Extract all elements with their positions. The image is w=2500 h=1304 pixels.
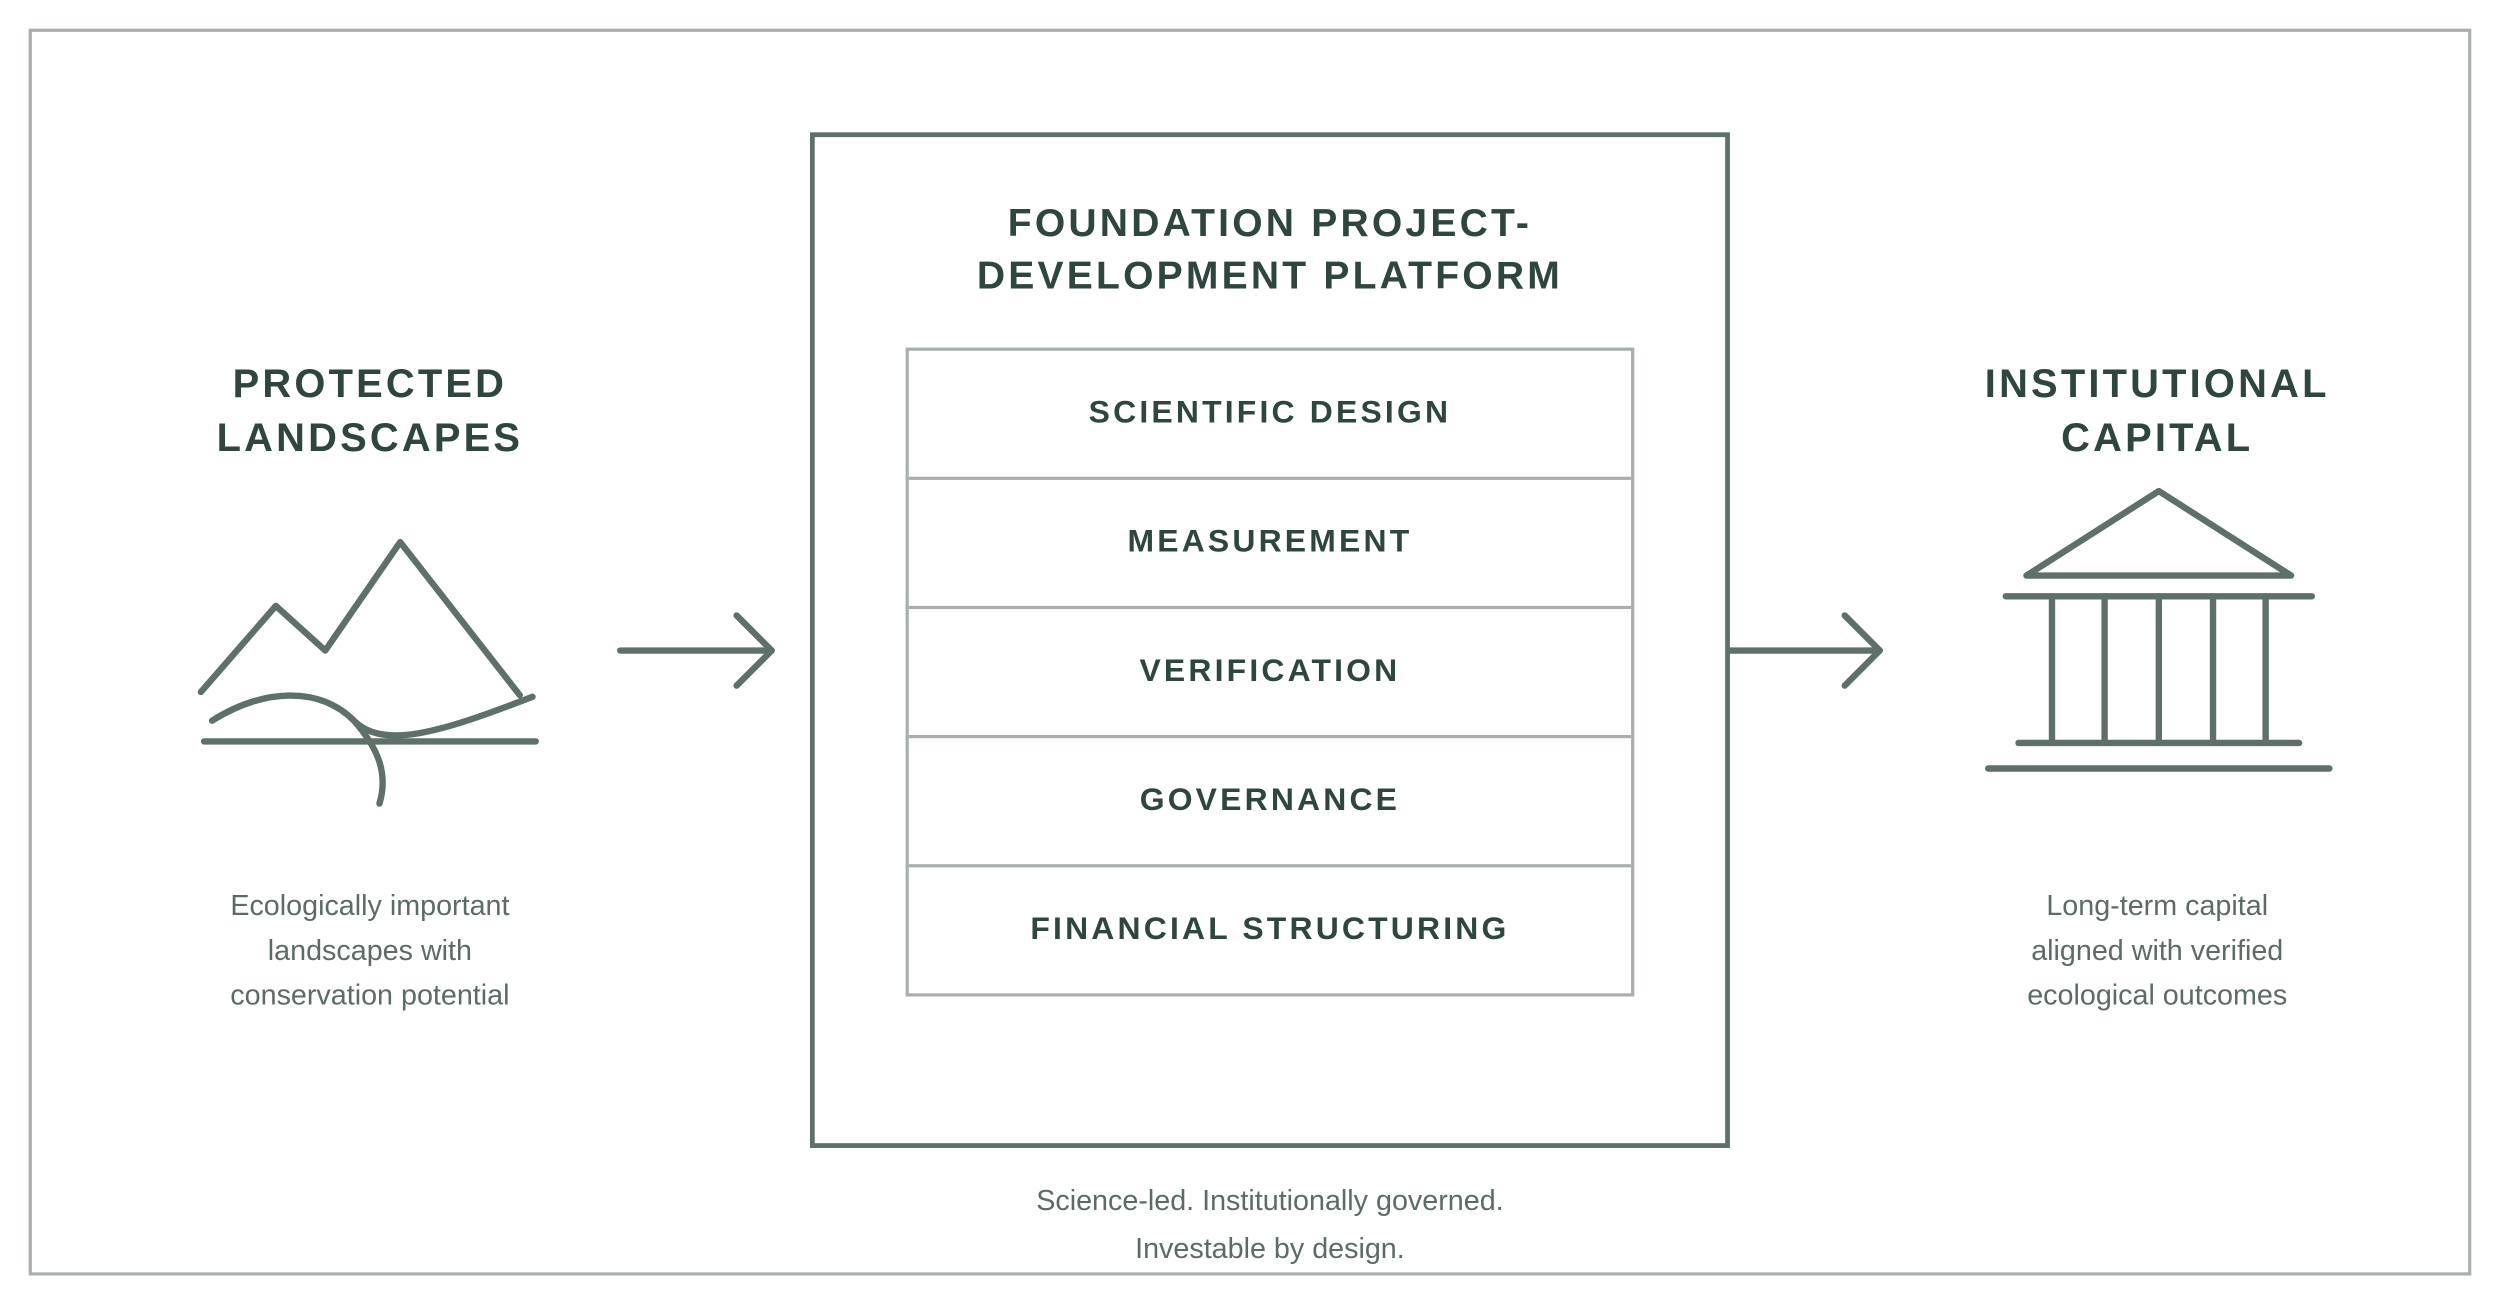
description-line: landscapes with <box>267 934 472 967</box>
layer-measurement: MEASUREMENT <box>908 480 1632 610</box>
tagline-line: Science-led. Institutionally governed. <box>1036 1184 1504 1217</box>
institutional-capital-title: INSTITUTIONAL CAPITAL <box>1926 357 2388 465</box>
institution-building-icon <box>1985 487 2333 772</box>
title-line: INSTITUTIONAL <box>1984 361 2330 407</box>
description-line: Long-term capital <box>2046 889 2269 922</box>
platform-box <box>809 132 1730 1148</box>
title-line: FOUNDATION PROJECT- <box>1007 202 1533 246</box>
landscape-icon <box>197 538 539 807</box>
description-line: conservation potential <box>230 978 510 1011</box>
layer-governance: GOVERNANCE <box>908 738 1632 868</box>
layer-financial-structuring: FINANCIAL STRUCTURING <box>1030 911 1510 948</box>
arrow-right-icon <box>617 612 775 689</box>
description-line: ecological outcomes <box>2027 978 2288 1011</box>
layer-scientific-design: SCIENTIFIC DESIGN <box>908 351 1632 480</box>
description-line: Ecologically important <box>230 889 510 922</box>
institutional-capital-description: Long-term capital aligned with verified … <box>1926 883 2388 1017</box>
protected-landscapes-title: PROTECTED LANDSCAPES <box>143 357 596 465</box>
platform-tagline: Science-led. Institutionally governed. I… <box>810 1177 1730 1273</box>
tagline-line: Investable by design. <box>1135 1232 1405 1265</box>
title-line: PROTECTED <box>232 361 508 407</box>
protected-landscapes-description: Ecologically important landscapes with c… <box>143 883 596 1017</box>
description-line: aligned with verified <box>2031 934 2284 967</box>
title-line: DEVELOPMENT PLATFORM <box>976 255 1563 299</box>
title-line: CAPITAL <box>2061 416 2254 461</box>
arrow-right-icon <box>1726 612 1883 689</box>
platform-title: FOUNDATION PROJECT- DEVELOPMENT PLATFORM <box>810 198 1730 303</box>
platform-layer-stack: SCIENTIFIC DESIGN MEASUREMENT VERIFICATI… <box>905 347 1635 997</box>
title-line: LANDSCAPES <box>216 416 524 461</box>
outer-frame <box>28 28 2472 1276</box>
layer-verification: VERIFICATION <box>908 609 1632 739</box>
